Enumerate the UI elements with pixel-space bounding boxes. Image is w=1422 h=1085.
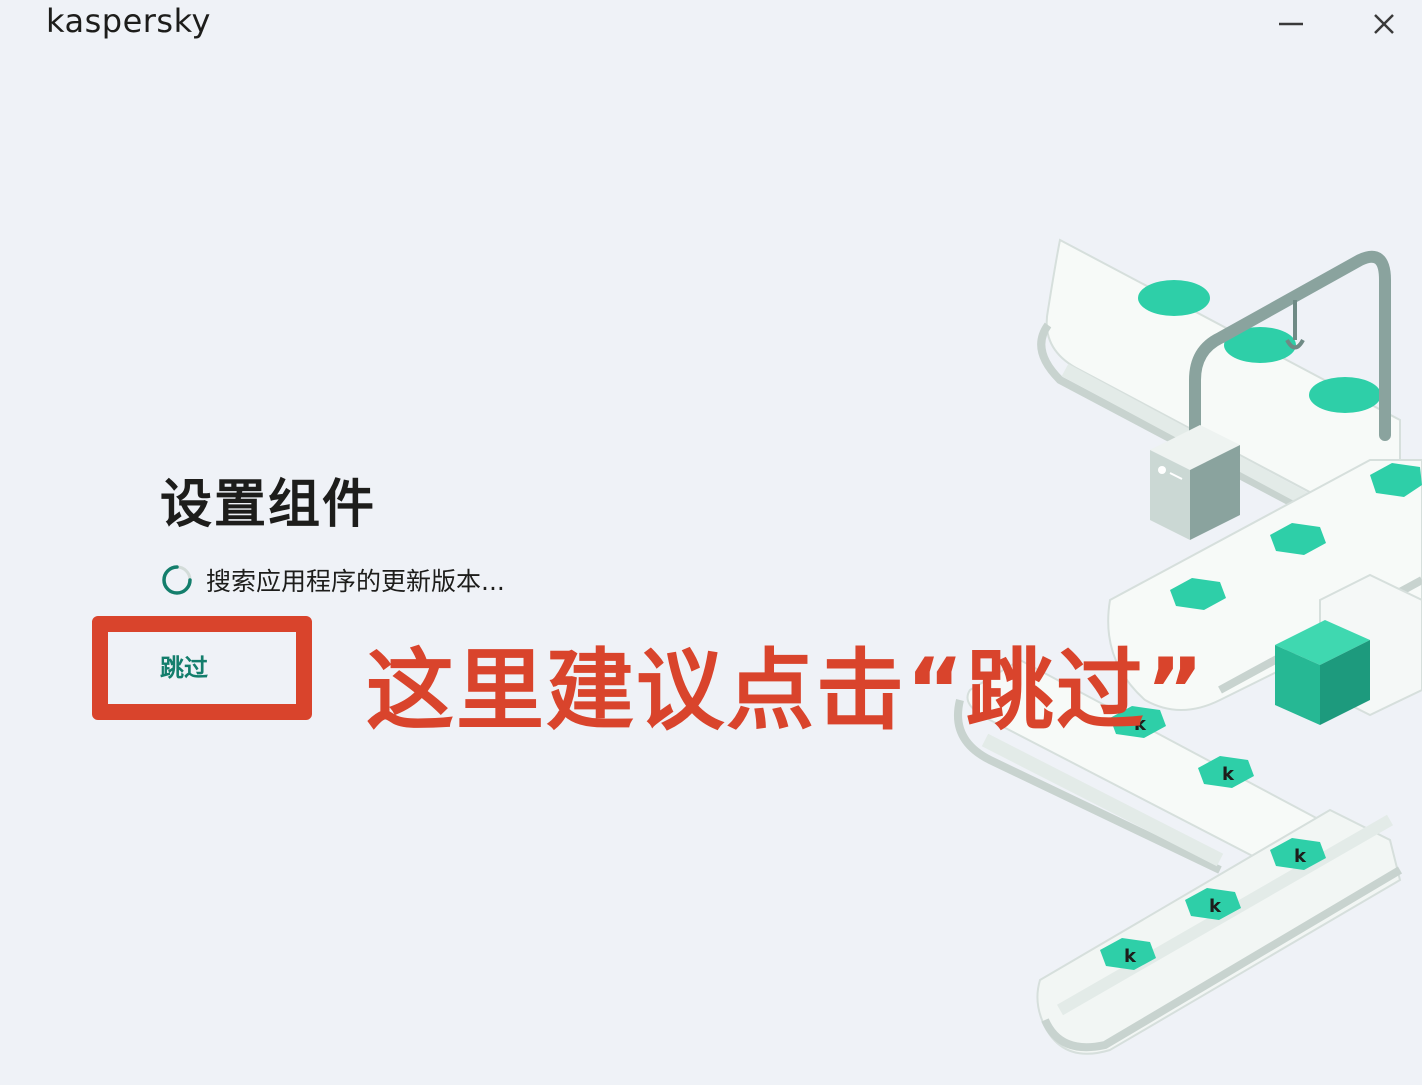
close-button[interactable] xyxy=(1364,4,1404,44)
svg-text:k: k xyxy=(1124,946,1137,967)
svg-text:k: k xyxy=(1209,896,1222,917)
kaspersky-logo: kaspersky xyxy=(46,2,211,40)
close-icon xyxy=(1374,14,1394,34)
package-boxes xyxy=(1275,573,1422,725)
svg-text:k: k xyxy=(1134,714,1147,735)
machine-box xyxy=(1150,425,1240,540)
bottom-conveyor: k k k xyxy=(1036,808,1403,1055)
page-title: 设置组件 xyxy=(160,475,377,535)
spinner-icon xyxy=(162,565,192,595)
conveyor-illustration: k k k k k xyxy=(954,238,1422,1055)
svg-text:k: k xyxy=(1222,764,1235,785)
skip-button[interactable]: 跳过 xyxy=(150,645,218,685)
minimize-icon xyxy=(1279,22,1303,26)
status-text: 搜索应用程序的更新版本... xyxy=(206,567,505,596)
minimize-button[interactable] xyxy=(1271,4,1311,44)
skip-highlight-box xyxy=(92,616,312,720)
annotation-text: 这里建议点击“跳过” xyxy=(366,639,1206,742)
status-row: 搜索应用程序的更新版本... xyxy=(160,560,505,600)
svg-text:k: k xyxy=(1294,846,1307,867)
